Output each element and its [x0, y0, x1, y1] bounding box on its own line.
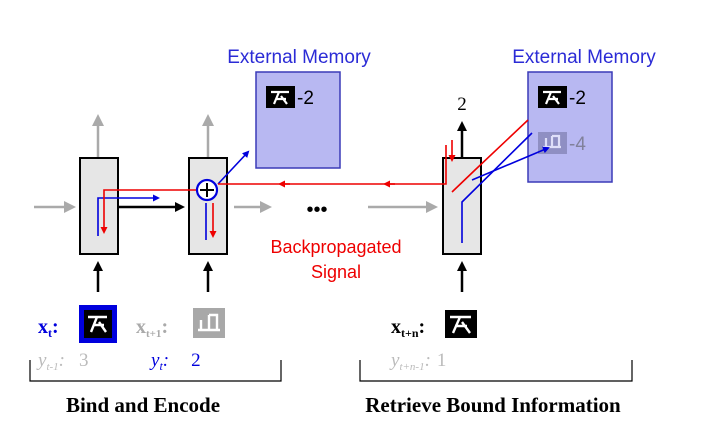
label-yt-1: yt-1:3 [36, 350, 89, 373]
memory-right-title: External Memory [512, 47, 656, 68]
character-glyph-icon [543, 90, 561, 105]
input-xt-sep: : [52, 316, 59, 338]
input-xt1-base: x [136, 316, 146, 338]
input-xtn-sep: : [419, 316, 426, 338]
cell-1 [79, 157, 119, 255]
input-xtn-sub: t+n [401, 326, 419, 340]
input-xt: xt: [38, 305, 117, 343]
bracket-retrieve [359, 360, 633, 382]
plus-icon [200, 183, 214, 197]
input-xt1-sub: t+1 [146, 328, 161, 340]
red-backprop-line [218, 145, 447, 185]
signal-label-line2: Signal [311, 262, 361, 282]
section-label-bind: Bind and Encode [66, 393, 220, 417]
memory-right-value-2: -4 [569, 134, 586, 155]
svg-text:xt:: xt: [38, 316, 59, 340]
input-xt-base: x [38, 316, 48, 338]
section-label-retrieve: Retrieve Bound Information [365, 393, 621, 417]
character-glyph-icon [198, 313, 220, 332]
character-glyph-icon [543, 134, 561, 149]
signal-label-line1: Backpropagated [270, 237, 401, 257]
character-glyph-icon [450, 315, 471, 334]
red-backprop-to-memory-right [451, 119, 529, 193]
svg-text:xt+n:: xt+n: [391, 316, 425, 340]
label-ytn-1: yt+n-1:1 [389, 350, 446, 373]
input-xt-sub: t [48, 326, 52, 340]
red-flow-cell1 [100, 189, 200, 234]
character-glyph-icon [88, 315, 107, 333]
input-xtn-base: x [391, 316, 401, 338]
blue-flow-cell1 [97, 194, 160, 236]
memory-left-title: External Memory [227, 47, 371, 68]
memory-right-box [527, 71, 613, 183]
cell-2 [188, 157, 228, 255]
blue-read-flow-cell3 [461, 132, 533, 243]
ellipsis: ••• [306, 199, 327, 221]
input-xt1-sep: : [161, 316, 168, 338]
bracket-bind-encode [29, 360, 282, 382]
memory-right-value-1: -2 [569, 88, 586, 109]
input-xtn: xt+n: [391, 310, 477, 340]
character-image-icon [445, 310, 477, 338]
label-yt: yt:2 [149, 350, 201, 373]
memory-left-entry: -2 [266, 86, 314, 109]
memory-right-entry-1: -2 [538, 86, 586, 109]
blue-write-arrow-memory-left [217, 150, 250, 185]
output-label: 2 [457, 94, 467, 115]
svg-text:xt+1:: xt+1: [136, 316, 168, 340]
input-xt1: xt+1: [136, 308, 225, 340]
blue-read-arrow-memory-right [471, 146, 550, 181]
memory-left-value: -2 [297, 88, 314, 109]
memory-right-entry-2: -4 [538, 132, 586, 155]
character-glyph-icon [271, 90, 289, 105]
